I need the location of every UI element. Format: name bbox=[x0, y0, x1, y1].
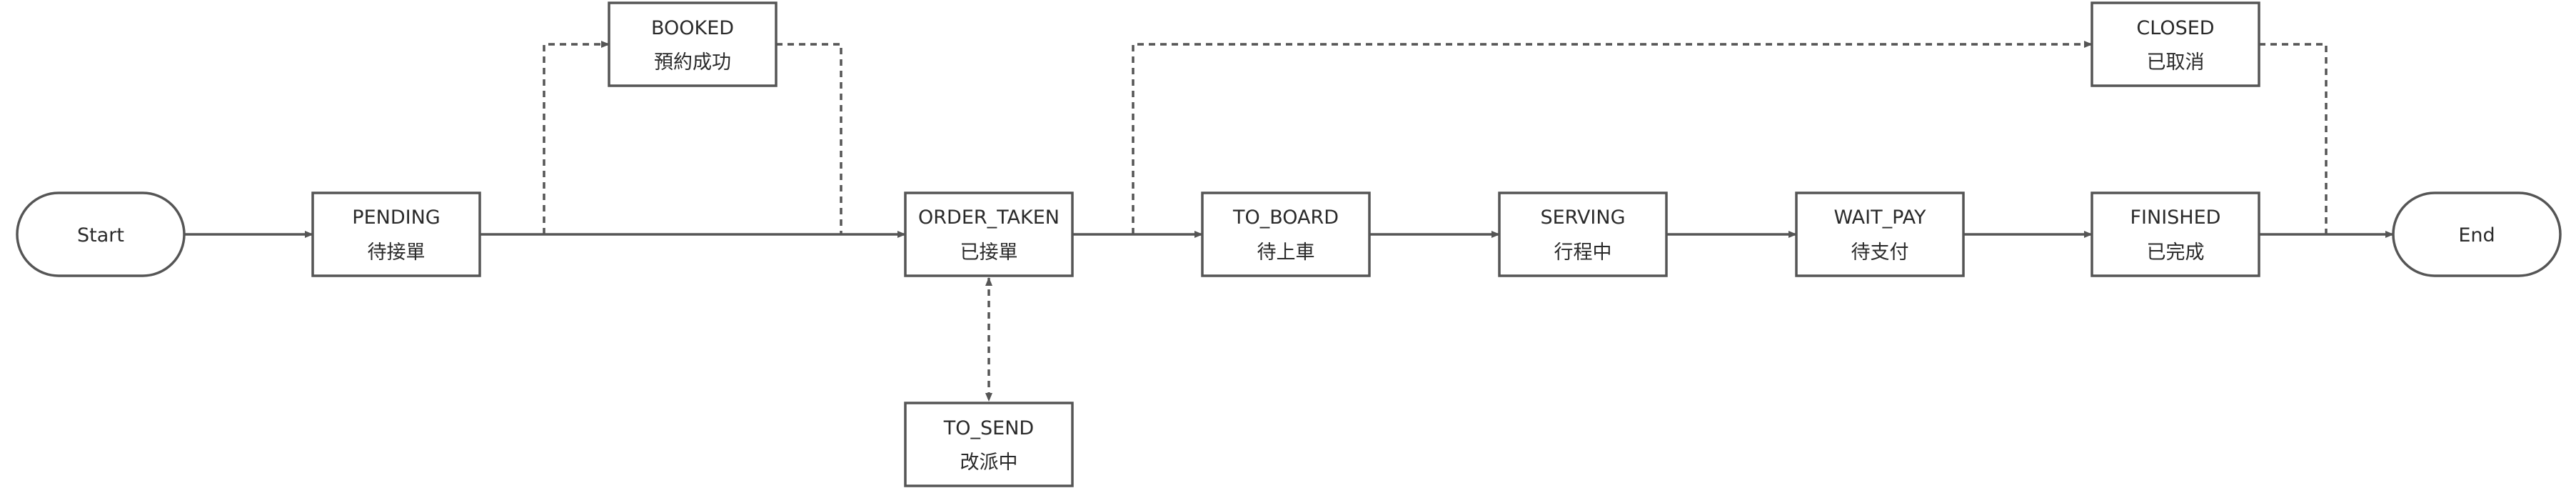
node-start: Start bbox=[16, 191, 186, 277]
node-to-board: TO_BOARD 待上車 bbox=[1201, 191, 1371, 277]
node-to-send-label: TO_SEND bbox=[943, 417, 1034, 439]
edge-closed-to-end bbox=[2259, 43, 2328, 234]
node-pending: PENDING 待接單 bbox=[311, 191, 481, 277]
edges bbox=[184, 41, 2394, 402]
node-end-label: End bbox=[2458, 224, 2495, 247]
node-start-label: Start bbox=[77, 224, 124, 247]
node-order-taken-label: ORDER_TAKEN bbox=[918, 206, 1060, 229]
edge-booked-to-order-taken bbox=[776, 43, 842, 234]
node-pending-label: PENDING bbox=[352, 206, 440, 229]
node-finished-label: FINISHED bbox=[2130, 206, 2221, 229]
node-closed-label: CLOSED bbox=[2136, 17, 2214, 39]
node-wait-pay: WAIT_PAY 待支付 bbox=[1795, 191, 1965, 277]
node-end: End bbox=[2392, 191, 2562, 277]
edge-pending-to-booked bbox=[543, 41, 610, 234]
node-finished-sublabel: 已完成 bbox=[2147, 241, 2205, 264]
node-serving-sublabel: 行程中 bbox=[1554, 241, 1612, 264]
node-to-send-sublabel: 改派中 bbox=[960, 452, 1018, 474]
node-wait-pay-label: WAIT_PAY bbox=[1833, 206, 1926, 229]
node-order-taken: ORDER_TAKEN 已接單 bbox=[904, 191, 1074, 277]
node-booked-label: BOOKED bbox=[651, 17, 734, 39]
node-closed-sublabel: 已取消 bbox=[2147, 51, 2205, 74]
node-to-board-sublabel: 待上車 bbox=[1257, 241, 1315, 264]
node-booked-sublabel: 預約成功 bbox=[654, 51, 731, 74]
node-closed: CLOSED 已取消 bbox=[2091, 1, 2260, 87]
node-serving-label: SERVING bbox=[1540, 206, 1625, 229]
node-pending-sublabel: 待接單 bbox=[368, 241, 426, 264]
node-serving: SERVING 行程中 bbox=[1498, 191, 1668, 277]
node-wait-pay-sublabel: 待支付 bbox=[1851, 241, 1909, 264]
node-booked: BOOKED 預約成功 bbox=[608, 1, 778, 87]
node-to-board-label: TO_BOARD bbox=[1232, 206, 1339, 229]
nodes: Start PENDING 待接單 BOOKED 預約成功 ORDER_TAKE… bbox=[16, 1, 2562, 487]
edge-order-taken-to-closed bbox=[1132, 41, 2093, 234]
node-to-send: TO_SEND 改派中 bbox=[904, 402, 1074, 487]
node-order-taken-sublabel: 已接單 bbox=[960, 241, 1018, 264]
node-finished: FINISHED 已完成 bbox=[2091, 191, 2260, 277]
